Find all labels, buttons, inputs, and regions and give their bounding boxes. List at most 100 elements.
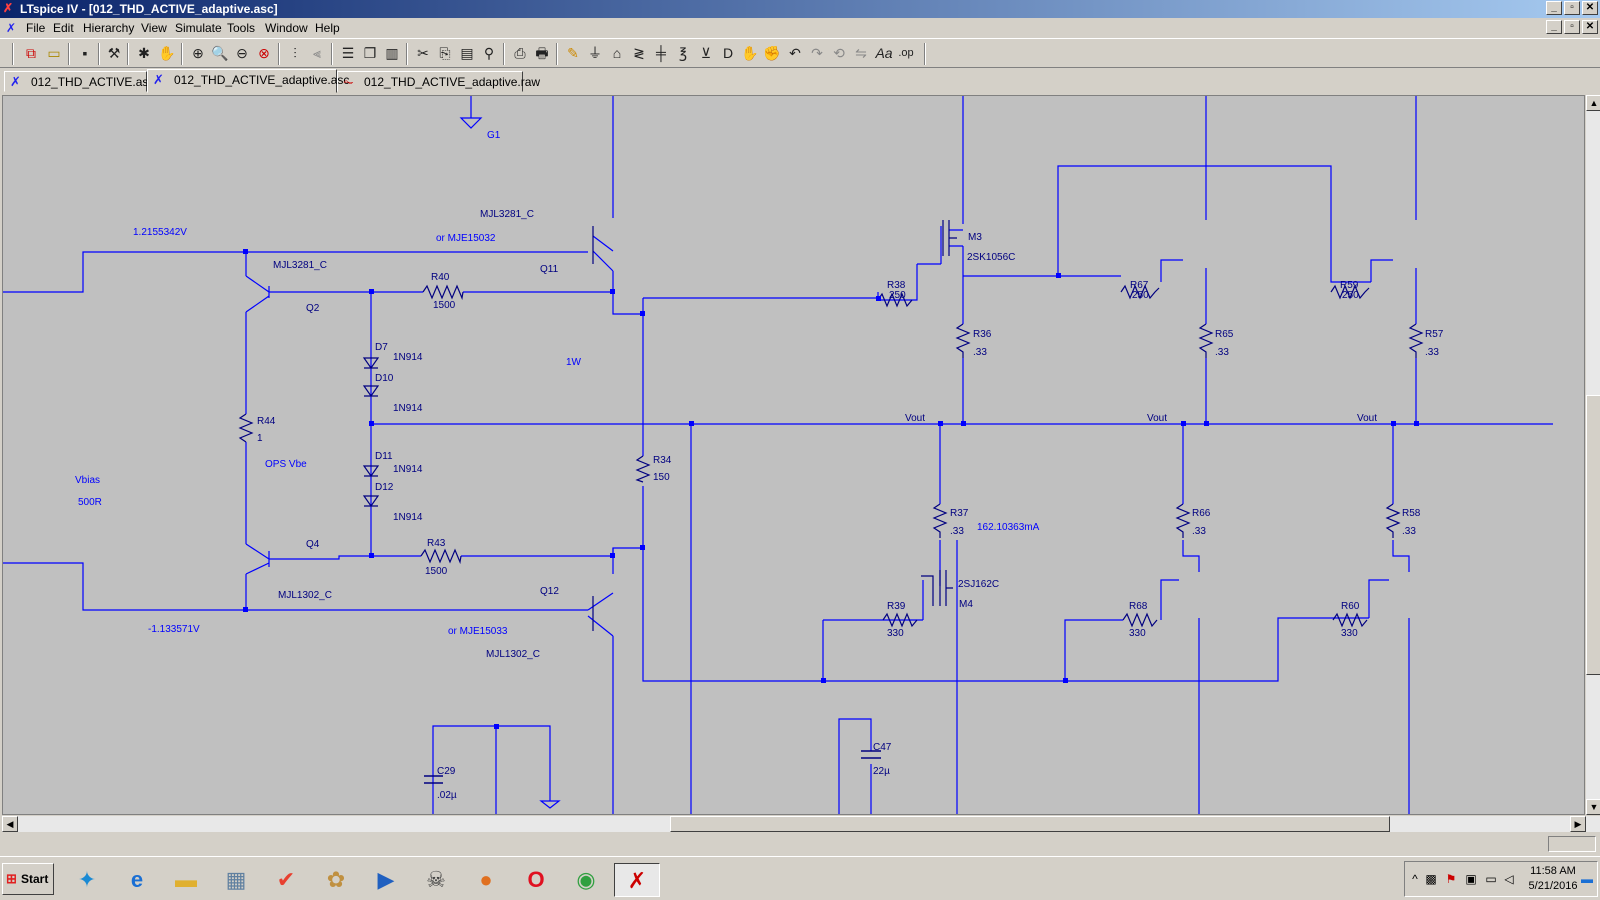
inductor-icon[interactable]: ℥ bbox=[678, 45, 688, 61]
spice-directive-icon[interactable]: .op bbox=[898, 47, 914, 59]
paste-icon[interactable]: ▤ bbox=[460, 45, 474, 61]
mirror-icon[interactable]: ⇋ bbox=[855, 45, 867, 61]
battery-icon[interactable]: ▭ bbox=[1485, 872, 1497, 886]
new-schematic-icon[interactable]: ⧉ bbox=[26, 45, 36, 61]
display-icon[interactable]: ▣ bbox=[1465, 872, 1477, 886]
cut-icon[interactable]: ✂ bbox=[417, 45, 429, 61]
diode-icon[interactable]: ⊻ bbox=[700, 45, 712, 61]
menu-simulate[interactable]: Simulate bbox=[175, 21, 222, 35]
menu-file[interactable]: File bbox=[26, 21, 46, 35]
horizontal-scrollbar[interactable]: ◀ ▶ bbox=[2, 816, 1600, 832]
component-icon[interactable]: D bbox=[722, 45, 734, 61]
doc-minimize-button[interactable]: _ bbox=[1546, 20, 1562, 34]
r34-label: R34 bbox=[653, 455, 672, 466]
show-hidden-icon[interactable]: ^ bbox=[1412, 872, 1418, 886]
print-setup-icon[interactable]: ⎙ bbox=[514, 45, 526, 61]
document-icon[interactable]: ✗ bbox=[6, 21, 17, 35]
show-desktop-icon[interactable]: ▬ bbox=[1581, 872, 1593, 886]
zoom-in-icon[interactable]: ⊕ bbox=[192, 45, 204, 61]
cascade-icon[interactable]: ❐ bbox=[363, 45, 377, 61]
scroll-down-arrow-icon[interactable]: ▼ bbox=[1586, 799, 1600, 815]
draw-wire-icon[interactable]: ✎ bbox=[567, 45, 579, 61]
q4-model: MJL1302_C bbox=[278, 590, 332, 601]
autorange-icon[interactable]: ⫶ bbox=[293, 45, 297, 61]
minimize-button[interactable]: _ bbox=[1546, 1, 1562, 15]
explorer-icon[interactable]: ▬ bbox=[175, 867, 197, 892]
move-icon[interactable]: ✋ bbox=[741, 45, 759, 61]
menu-edit[interactable]: Edit bbox=[53, 21, 74, 35]
firefox-icon[interactable]: ● bbox=[479, 867, 493, 892]
menu-help[interactable]: Help bbox=[315, 21, 340, 35]
menu-hierarchy[interactable]: Hierarchy bbox=[83, 21, 135, 35]
windows-flag-icon: ⊞ bbox=[6, 871, 17, 886]
q11-model: MJL3281_C bbox=[480, 209, 534, 220]
schematic-drawing[interactable]: G1 MJL3281_C or MJE15032 Q11 1.2155342V … bbox=[3, 96, 1585, 815]
label-net-icon[interactable]: ⌂ bbox=[612, 45, 622, 61]
undo-icon[interactable]: ↶ bbox=[789, 45, 801, 61]
tab-thd-active-adaptive-raw[interactable]: ⏦ 012_THD_ACTIVE_adaptive.raw bbox=[337, 71, 540, 92]
doc-restore-button[interactable]: ▫ bbox=[1564, 20, 1580, 34]
print-icon[interactable]: 🖶 bbox=[535, 45, 549, 61]
start-button[interactable]: ⊞ Start bbox=[2, 863, 54, 895]
ltspice-icon[interactable]: ✗ bbox=[614, 863, 660, 897]
close-button[interactable]: ✕ bbox=[1582, 1, 1598, 15]
redo-icon[interactable]: ↷ bbox=[811, 45, 823, 61]
horizontal-scroll-thumb[interactable] bbox=[670, 816, 1390, 832]
zoom-out-icon[interactable]: ⊖ bbox=[236, 45, 248, 61]
alien-icon[interactable]: ☠ bbox=[426, 867, 446, 892]
scroll-left-arrow-icon[interactable]: ◀ bbox=[2, 816, 18, 832]
tile-vertical-icon[interactable]: ▥ bbox=[385, 45, 399, 61]
control-panel-icon[interactable]: ⚒ bbox=[107, 45, 121, 61]
copy-icon[interactable]: ⎘ bbox=[439, 45, 451, 61]
flag-warning-icon[interactable]: ⚑ bbox=[1445, 872, 1457, 886]
r37-label: R37 bbox=[950, 508, 969, 519]
ground-icon[interactable]: ⏚ bbox=[588, 45, 602, 61]
network-icon[interactable]: ▩ bbox=[1425, 872, 1437, 886]
r44-value: 1 bbox=[257, 433, 263, 444]
restore-button[interactable]: ▫ bbox=[1564, 1, 1580, 15]
find-icon[interactable]: ⚲ bbox=[483, 45, 495, 61]
scroll-right-arrow-icon[interactable]: ▶ bbox=[1570, 816, 1586, 832]
q12-model: MJL1302_C bbox=[486, 649, 540, 660]
waveform-icon: ⏦ bbox=[343, 74, 354, 89]
grid-icon[interactable]: ⫷ bbox=[313, 45, 321, 61]
drag-icon[interactable]: ✊ bbox=[763, 45, 781, 61]
save-icon[interactable]: ▪ bbox=[82, 45, 88, 61]
r67-value: 250 bbox=[1132, 290, 1149, 301]
menu-view[interactable]: View bbox=[141, 21, 167, 35]
menu-tools[interactable]: Tools bbox=[227, 21, 256, 35]
vertical-scrollbar[interactable]: ▲ ▼ bbox=[1586, 95, 1600, 815]
run-icon[interactable]: ✱ bbox=[138, 45, 150, 61]
toolbar-separator bbox=[556, 43, 558, 65]
menu-window[interactable]: Window bbox=[265, 21, 308, 35]
tab-thd-active-adaptive[interactable]: ✗ 012_THD_ACTIVE_adaptive.asc bbox=[147, 69, 349, 93]
opera-icon[interactable]: O bbox=[527, 867, 545, 892]
tile-horizontal-icon[interactable]: ☰ bbox=[341, 45, 355, 61]
resistor-icon[interactable]: ≷ bbox=[633, 45, 645, 61]
ie-icon[interactable]: e bbox=[130, 867, 144, 892]
schematic-canvas[interactable]: G1 MJL3281_C or MJE15032 Q11 1.2155342V … bbox=[2, 95, 1585, 815]
vout-label-1: Vout bbox=[905, 413, 925, 424]
vivaldi-icon[interactable]: ✔ bbox=[276, 867, 296, 892]
capacitor-icon[interactable]: ╪ bbox=[656, 45, 666, 61]
tab-thd-active[interactable]: ✗ 012_THD_ACTIVE.asc bbox=[4, 71, 154, 92]
zoom-area-icon[interactable]: 🔍 bbox=[211, 45, 229, 61]
text-icon[interactable]: Aa bbox=[875, 45, 893, 61]
r39-label: R39 bbox=[887, 601, 906, 612]
calculator-icon[interactable]: ▦ bbox=[225, 867, 247, 892]
open-folder-icon[interactable]: ▭ bbox=[47, 45, 61, 61]
zoom-fit-icon[interactable]: ⊗ bbox=[258, 45, 270, 61]
chrome-icon[interactable]: ◉ bbox=[576, 867, 596, 892]
rotate-icon[interactable]: ⟲ bbox=[833, 45, 845, 61]
media-player-icon[interactable]: ▶ bbox=[377, 867, 395, 892]
halt-icon[interactable]: ✋ bbox=[158, 45, 176, 61]
volume-icon[interactable]: ◁ bbox=[1504, 872, 1514, 886]
d10-label: D10 bbox=[375, 373, 394, 384]
doc-close-button[interactable]: ✕ bbox=[1582, 20, 1598, 34]
r57-value: .33 bbox=[1425, 347, 1439, 358]
vertical-scroll-thumb[interactable] bbox=[1586, 395, 1600, 675]
kodi-icon[interactable]: ✦ bbox=[77, 867, 97, 892]
tab-label: 012_THD_ACTIVE_adaptive.asc bbox=[174, 73, 350, 87]
scroll-up-arrow-icon[interactable]: ▲ bbox=[1586, 95, 1600, 111]
paint-icon[interactable]: ✿ bbox=[326, 867, 346, 892]
